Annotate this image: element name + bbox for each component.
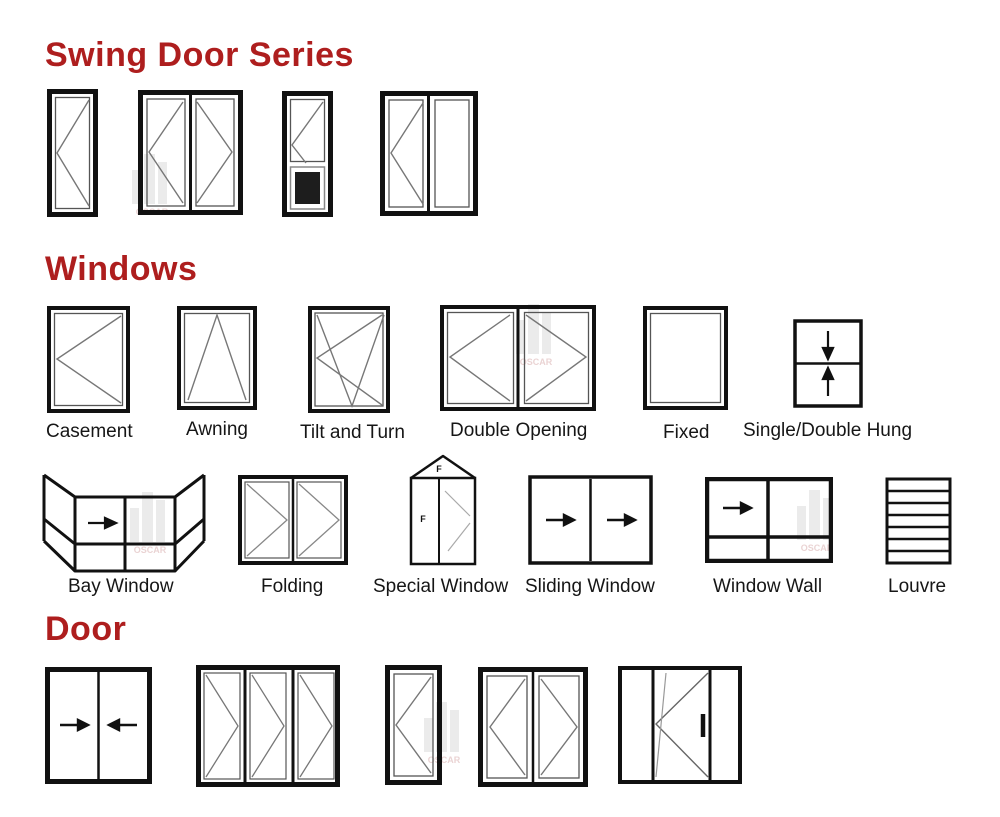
swing-direction-lines [55,315,122,404]
right-arrow-icon [723,501,754,515]
building-logo-icon [132,154,167,204]
window-wall-diagram [705,477,833,563]
right-arrow-icon [60,718,91,732]
tilt-direction-lines [187,312,247,401]
window-label-awning: Awning [186,419,248,440]
watermark-text: OSCAR [134,545,167,555]
watermark-text: OSCAR [428,755,461,765]
louvre-window-diagram [885,477,952,565]
swing-door-series-title: Swing Door Series [45,36,354,74]
french-double-door-diagram [478,667,588,787]
swing-direction-lines [655,672,667,778]
fixed-pane-mark: F [436,464,442,474]
folding-door-diagram [196,665,340,787]
swing-direction-lines [395,676,432,774]
oscar-watermark: OSCAR [126,486,174,567]
single-swing-door-diagram [385,665,442,785]
kick-panel [295,172,320,204]
double-opening-window-diagram [440,305,596,411]
swing-direction-lines [525,314,588,402]
swing-direction-lines [298,483,340,557]
window-label-window-wall: Window Wall [713,576,823,597]
oscar-watermark: OSCAR [793,484,841,565]
building-logo-icon [130,492,165,542]
window-label-hung: Single/Double Hung [743,420,913,441]
swing-direction-lines [299,674,333,778]
right-arrow-icon [546,513,577,527]
swing-direction-lines [540,678,578,776]
tilt-and-turn-window-diagram [308,306,390,413]
window-label-tilt-turn: Tilt and Turn [300,422,405,443]
watermark-text: OSCAR [801,543,834,553]
swing-direction-lines [148,101,184,204]
swing-direction-lines [291,101,324,164]
up-arrow-icon [821,365,835,396]
swing-direction-lines [251,674,285,778]
watermark-text: OSCAR [520,357,553,367]
windows-title: Windows [45,250,198,288]
swing-direction-lines [246,483,288,557]
swing-direction-lines [448,314,511,402]
door-title: Door [45,610,127,648]
down-arrow-icon [821,331,835,362]
window-label-sliding: Sliding Window [525,576,655,597]
single-double-hung-window-diagram [793,319,863,408]
swing-direction-lines [315,314,383,406]
door-with-sidelights-diagram [618,666,742,784]
bay-window-diagram [40,468,208,575]
building-logo-icon [797,490,832,540]
window-label-folding: Folding [261,576,324,597]
swing-door-double-diagram [138,90,243,215]
awning-window-diagram [177,306,257,410]
building-logo-icon [516,304,551,354]
window-label-fixed: Fixed [663,422,710,443]
swing-direction-lines [444,490,471,552]
swing-door-one-active-leaf-diagram [380,91,478,216]
swing-direction-lines [655,672,709,778]
swing-direction-lines [390,102,424,205]
special-window-diagram: F F [408,453,478,566]
window-label-louvre: Louvre [888,576,947,597]
swing-direction-lines [56,99,90,207]
left-arrow-icon [106,718,137,732]
window-label-special: Special Window [373,576,509,597]
swing-direction-lines [196,101,233,204]
window-label-bay: Bay Window [68,576,174,597]
swing-door-kick-panel-diagram [282,91,333,217]
sliding-window-diagram [528,475,653,565]
oscar-watermark: OSCAR [512,298,560,379]
right-arrow-icon [88,516,119,530]
window-label-double-opening: Double Opening [450,420,588,441]
sliding-door-diagram [45,667,152,784]
swing-direction-lines [205,674,239,778]
tilt-direction-lines [316,314,385,409]
folding-window-diagram [238,475,348,565]
right-arrow-icon [607,513,638,527]
swing-direction-lines [489,678,526,776]
casement-window-diagram [47,306,130,413]
fixed-window-diagram [643,306,728,410]
louvre-slats [887,489,950,553]
fixed-pane-mark: F [420,514,426,524]
swing-door-single-diagram [47,89,98,217]
window-label-casement: Casement [46,421,133,442]
